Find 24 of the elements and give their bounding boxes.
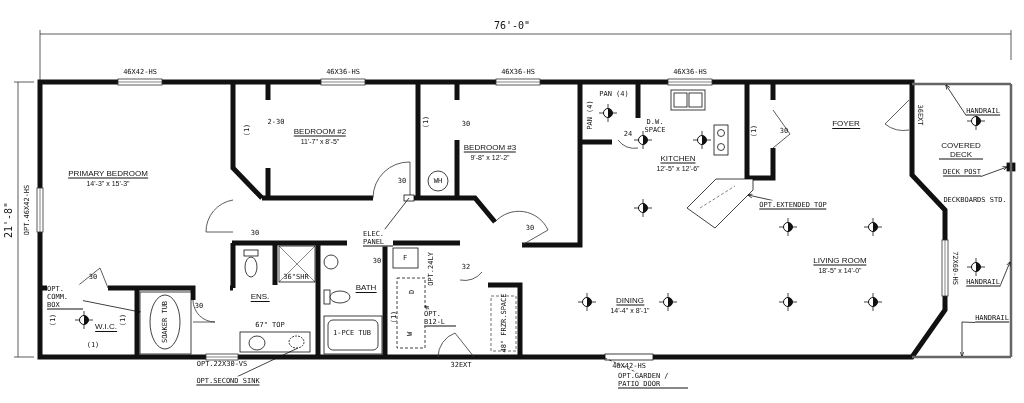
deck-railing bbox=[1009, 84, 1013, 357]
washer-dryer-space bbox=[396, 277, 426, 349]
leader-line bbox=[384, 197, 410, 230]
room-name: PRIMARY BEDROOM bbox=[68, 168, 148, 179]
room-name: ENS. bbox=[250, 292, 270, 302]
room-name: BEDROOM #2 bbox=[293, 126, 347, 137]
room-name: COVERED DECK bbox=[939, 140, 983, 160]
kitchen-island-icon bbox=[686, 178, 754, 229]
room-name: BEDROOM #3 bbox=[463, 142, 517, 153]
room-name: BATH bbox=[355, 283, 377, 293]
room-name: FOYER bbox=[832, 119, 860, 129]
plan-annotation: 21'-8" bbox=[2, 201, 14, 239]
room-name: DINING bbox=[616, 295, 644, 306]
deck-railing bbox=[912, 355, 1011, 359]
leader-line bbox=[237, 347, 299, 377]
room-name: KITCHEN bbox=[660, 153, 696, 164]
sink-icon bbox=[288, 335, 305, 349]
patio-door-window bbox=[604, 353, 654, 361]
deck-railing bbox=[912, 82, 1011, 86]
room-name: LIVING ROOM bbox=[813, 255, 867, 266]
electrical-panel bbox=[403, 194, 415, 202]
dimension-text: 76'-0" bbox=[493, 19, 531, 31]
room-name: W.I.C. bbox=[95, 322, 117, 332]
bathtub-icon bbox=[139, 291, 192, 355]
